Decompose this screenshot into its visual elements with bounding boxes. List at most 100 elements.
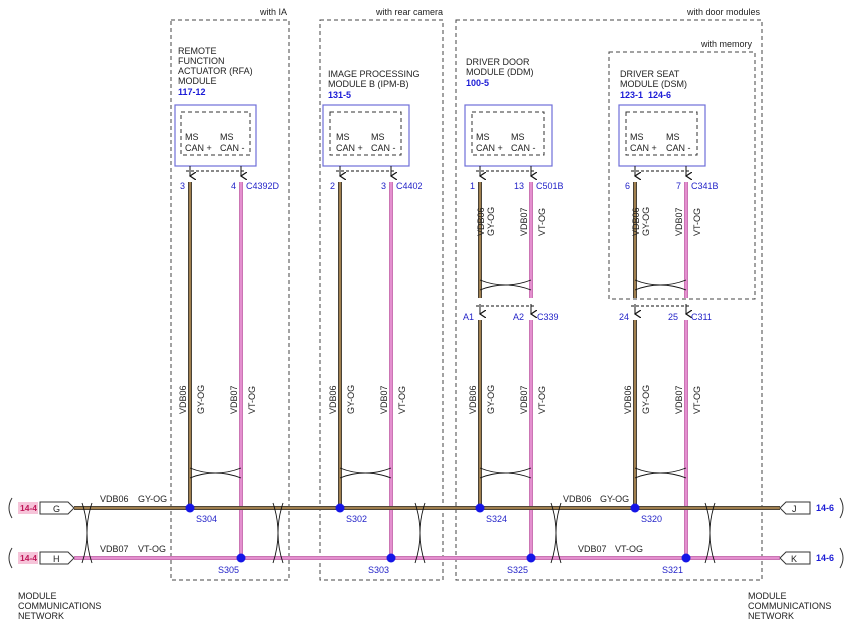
- offpage-right: J 14-6 K 14-6: [779, 497, 844, 569]
- pin-rfa-minus: 4: [231, 181, 236, 191]
- module-ipmb: IMAGE PROCESSING MODULE B (IPM-B) 131-5 …: [322, 69, 420, 167]
- wire-label-dsm-lower-plus-circuit: VDB06: [623, 385, 633, 414]
- splice-s325: S325: [507, 565, 528, 575]
- offpage-right-ref-j: 14-6: [816, 503, 834, 513]
- splice-s305: S305: [218, 565, 239, 575]
- wire-label-dsm-minus-circuit: VDB07: [674, 207, 684, 236]
- option-box-memory: [608, 51, 756, 300]
- offpage-left: 14-4 G 14-4 H: [8, 497, 75, 569]
- module-dsm-name-1: DRIVER SEAT: [620, 69, 680, 79]
- pin-ddm-minus: 13: [514, 181, 524, 191]
- module-dsm-name-2: MODULE (DSM): [620, 79, 687, 89]
- offpage-right-ref-k: 14-6: [816, 553, 834, 563]
- bus-label-right-plus-color: GY-OG: [600, 494, 629, 504]
- ddm-pin-can-minus: CAN -: [511, 143, 536, 153]
- module-rfa: REMOTE FUNCTION ACTUATOR (RFA) MODULE 11…: [174, 46, 257, 167]
- wire-label-dsm-lower-minus-circuit: VDB07: [674, 385, 684, 414]
- offpage-connector-h: H: [53, 554, 60, 564]
- dsm-pin-can-minus: CAN -: [666, 143, 691, 153]
- offpage-connector-g: G: [53, 504, 60, 514]
- dsm-pin-can-plus: CAN +: [630, 143, 657, 153]
- module-ddm-name-2: MODULE (DDM): [466, 67, 534, 77]
- wire-label-dsm-lower-minus-color: VT-OG: [692, 386, 702, 414]
- wire-label-ddm-minus-circuit: VDB07: [519, 207, 529, 236]
- wire-label-rfa-minus-color: VT-OG: [247, 386, 257, 414]
- option-box-ia: [170, 19, 290, 581]
- module-dsm-ref2: 124-6: [648, 90, 671, 100]
- bus-label-right-plus-circuit: VDB06: [563, 494, 592, 504]
- wire-label-ipmb-plus-color: GY-OG: [346, 385, 356, 414]
- wire-labels-lower: VDB06 GY-OG VDB07 VT-OG VDB06 GY-OG VDB0…: [178, 385, 702, 414]
- pin-ddm-plus: 1: [470, 181, 475, 191]
- footer-right-2: COMMUNICATIONS: [748, 601, 831, 611]
- splice-s304: S304: [196, 514, 217, 524]
- splice-s303: S303: [368, 565, 389, 575]
- offpage-connector-j: J: [792, 504, 797, 514]
- bus-lines: [74, 506, 780, 560]
- section-label-ia: with IA: [259, 7, 287, 17]
- ddm-pin-can-plus: CAN +: [476, 143, 503, 153]
- wire-label-ipmb-plus-circuit: VDB06: [328, 385, 338, 414]
- bus-label-right-minus-circuit: VDB07: [578, 544, 607, 554]
- wire-label-rfa-plus-circuit: VDB06: [178, 385, 188, 414]
- ipmb-pin-can-plus: CAN +: [336, 143, 363, 153]
- bus-label-left-minus-circuit: VDB07: [100, 544, 129, 554]
- connector-c339: C339: [537, 312, 559, 322]
- rfa-pin-can-minus: CAN -: [220, 143, 245, 153]
- wire-label-dsm-plus-color: GY-OG: [641, 207, 651, 236]
- splice-s320: S320: [641, 514, 662, 524]
- footer-left-1: MODULE: [18, 591, 57, 601]
- connector-arrows: [186, 166, 690, 314]
- footer-right-3: NETWORK: [748, 611, 794, 621]
- pin-c311-minus: 25: [668, 312, 678, 322]
- pin-c339-minus: A2: [513, 312, 524, 322]
- offpage-left-ref-h: 14-4: [20, 553, 37, 563]
- vertical-wires: [188, 182, 688, 558]
- bus-label-right-minus-color: VT-OG: [615, 544, 643, 554]
- splice-dots: [185, 503, 691, 563]
- wire-label-ddm-plus-circuit: VDB06: [476, 207, 486, 236]
- module-ddm-ref: 100-5: [466, 78, 489, 88]
- option-box-door: [455, 19, 763, 581]
- module-ipmb-name-1: IMAGE PROCESSING: [328, 69, 420, 79]
- ipmb-pin-ms-plus: MS: [336, 132, 350, 142]
- pin-rfa-plus: 3: [180, 181, 185, 191]
- pin-dsm-minus: 7: [676, 181, 681, 191]
- wire-label-dsm-minus-color: VT-OG: [692, 208, 702, 236]
- module-rfa-ref: 117-12: [178, 87, 206, 97]
- wire-label-ddm-lower-plus-circuit: VDB06: [468, 385, 478, 414]
- wire-label-ddm-lower-plus-color: GY-OG: [486, 385, 496, 414]
- rfa-pin-ms-plus: MS: [185, 132, 199, 142]
- module-rfa-name-2: FUNCTION: [178, 56, 225, 66]
- wire-label-dsm-lower-plus-color: GY-OG: [641, 385, 651, 414]
- wire-label-ddm-lower-minus-circuit: VDB07: [519, 385, 529, 414]
- wire-label-rfa-plus-color: GY-OG: [196, 385, 206, 414]
- pin-dsm-plus: 6: [625, 181, 630, 191]
- module-rfa-name-3: ACTUATOR (RFA): [178, 66, 253, 76]
- connector-c501b: C501B: [536, 181, 564, 191]
- section-label-door: with door modules: [686, 7, 761, 17]
- ddm-pin-ms-minus: MS: [511, 132, 525, 142]
- footer-left-2: COMMUNICATIONS: [18, 601, 101, 611]
- wire-label-rfa-minus-circuit: VDB07: [229, 385, 239, 414]
- module-ddm-name-1: DRIVER DOOR: [466, 57, 530, 67]
- ipmb-pin-ms-minus: MS: [371, 132, 385, 142]
- pin-c339-plus: A1: [463, 312, 474, 322]
- splice-s321: S321: [662, 565, 683, 575]
- wire-label-ipmb-minus-circuit: VDB07: [379, 385, 389, 414]
- offpage-connector-k: K: [791, 554, 797, 564]
- connector-c311: C311: [691, 312, 712, 322]
- wire-label-ipmb-minus-color: VT-OG: [397, 386, 407, 414]
- connector-c4402: C4402: [396, 181, 423, 191]
- module-dsm: DRIVER SEAT MODULE (DSM) 123-1 124-6 MS …: [618, 69, 706, 167]
- module-ipmb-ref: 131-5: [328, 90, 351, 100]
- section-label-camera: with rear camera: [375, 7, 443, 17]
- pin-ipmb-minus: 3: [381, 181, 386, 191]
- connector-c4392d: C4392D: [246, 181, 280, 191]
- wire-label-dsm-plus-circuit: VDB06: [631, 207, 641, 236]
- ipmb-pin-can-minus: CAN -: [371, 143, 396, 153]
- wire-label-ddm-lower-minus-color: VT-OG: [537, 386, 547, 414]
- module-dsm-ref1: 123-1: [620, 90, 643, 100]
